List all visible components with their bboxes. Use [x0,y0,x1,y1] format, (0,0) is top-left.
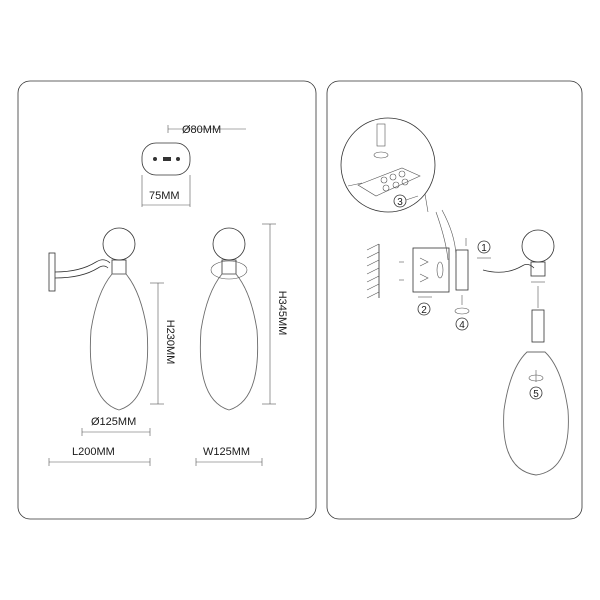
canopy-depth-label: 75MM [149,190,180,202]
step-5-number: 5 [533,389,539,400]
shade-height-dimension: H230MM [150,282,176,405]
right-panel-frame [326,80,583,520]
step-1-marker: 1 [477,240,491,259]
step-4-marker: 4 [454,307,470,331]
total-height-label: H345MM [276,291,288,336]
step-4-number: 4 [459,320,465,331]
left-panel-frame [17,80,317,520]
wall-section [366,243,380,299]
step-3-number: 3 [397,197,403,208]
length-label: L200MM [72,446,115,458]
width-dimension: W125MM [195,446,263,466]
shade-diameter-label: Ø125MM [91,416,136,428]
step-5-marker: 5 [529,386,543,400]
canopy-diameter-label: Ø80MM [182,124,221,136]
canopy-top-view: Ø80MM 75MM [141,124,246,207]
width-label: W125MM [203,446,250,458]
step-2-number: 2 [421,305,427,316]
shade-diameter-dimension: Ø125MM [81,416,151,436]
step-1-number: 1 [481,243,487,254]
length-dimension: L200MM [48,446,151,466]
terminal-detail-circle [340,117,436,213]
step-3-marker: 3 [393,194,407,208]
step-2-marker: 2 [417,302,431,316]
lamp-front-view [199,227,259,411]
lamp-side-view [48,227,149,411]
shade-height-label: H230MM [164,320,176,365]
total-height-dimension: H345MM [262,223,288,405]
exploded-lamp [482,229,569,476]
mounting-plate [399,209,469,305]
